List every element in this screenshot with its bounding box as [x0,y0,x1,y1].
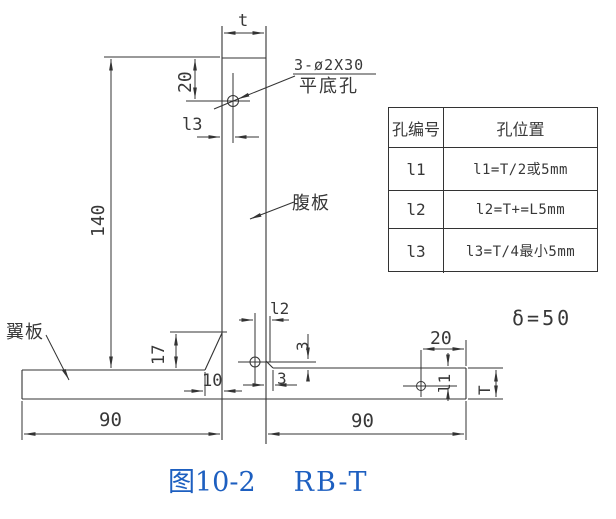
hole-callout-line1: 3-ø2X30 [294,56,365,74]
dim-label-17: 17 [149,344,169,365]
dim-label-3-horizontal: 3 [277,369,287,388]
table-header-hole-position: 孔位置 [444,108,597,148]
figure-title: RB-T [293,467,369,498]
flange-leader [45,334,70,381]
small-dimension-arrows [184,135,450,401]
flat-bottom-holes [186,73,457,397]
figure-caption: 图10-2 RB-T [168,467,369,499]
table-row-value: l3=T/4最小5mm [465,244,576,260]
leader-lines [45,73,376,381]
dim-label-90-left: 90 [99,409,122,431]
dim-label-T: T [475,385,494,395]
hole-callout-line2: 平底孔 [299,76,359,97]
flange-label: 翼板 [6,322,44,343]
web-label: 腹板 [292,193,330,214]
table-row-id: l3 [389,229,444,273]
thickness-note: δ=50 [512,306,573,330]
part-outline [21,26,467,444]
dim-label-90-right: 90 [351,410,374,432]
dim-label-l1: l1 [435,373,454,393]
dim-label-t: t [238,11,249,31]
table-header-hole-id: 孔编号 [389,108,444,148]
extension-lines [21,56,503,440]
hole-callout-leader [237,75,296,100]
table-row-value: l2=T+=L5mm [444,191,597,229]
hole-position-table: 孔编号 孔位置 l1 l1=T/2或5mm l2 l2=T+=L5mm l3 l… [388,107,598,273]
dim-label-20-top: 20 [175,71,196,93]
dim-label-l2: l2 [270,299,290,318]
web-leader [249,201,295,220]
dim-label-10: 10 [202,371,223,391]
dim-label-3-vertical: 3 [293,341,312,351]
figure-number: 图10-2 [168,467,256,498]
dimension-lines [24,31,498,436]
table-row-id: l2 [389,191,444,229]
table-row-id: l1 [389,148,444,191]
dim-label-140: 140 [88,204,109,237]
dim-label-20-right: 20 [430,328,452,349]
table-row-value: l1=T/2或5mm [444,148,597,191]
dim-label-l3: l3 [182,115,203,135]
